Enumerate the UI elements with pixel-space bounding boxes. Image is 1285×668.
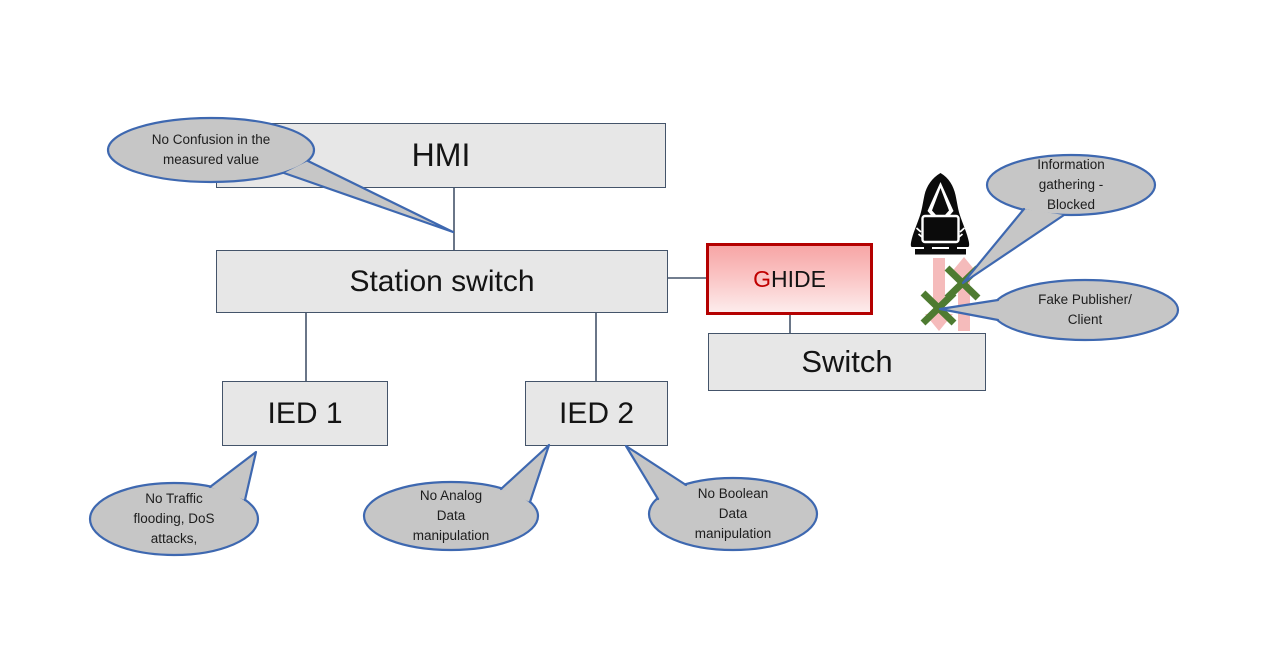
callout-text-info-gathering: Information gathering - Blocked — [1037, 157, 1105, 212]
node-station-switch-label: Station switch — [349, 264, 535, 298]
attacker-icon — [910, 173, 970, 255]
arrow-up-icon — [950, 257, 978, 331]
node-station-switch: Station switch — [216, 250, 668, 313]
blocked-x-icon-upper — [944, 265, 981, 301]
node-ied1: IED 1 — [222, 381, 388, 446]
traffic-arrows — [925, 257, 978, 331]
node-ied2: IED 2 — [525, 381, 668, 446]
callout-text-no-traffic: No Traffic flooding, DoS attacks, — [133, 491, 215, 546]
node-switch-label: Switch — [801, 344, 893, 379]
node-ied1-label: IED 1 — [267, 396, 343, 430]
blocked-x-icon-lower — [920, 290, 957, 326]
callout-text-no-confusion: No Confusion in the measured value — [151, 132, 271, 167]
node-ghide-label-rest: HIDE — [770, 265, 826, 292]
callout-text-fake-publisher: Fake Publisher/ Client — [1038, 292, 1132, 327]
node-ied2-label: IED 2 — [558, 396, 635, 430]
node-ghide-label-g: G — [753, 265, 771, 292]
callout-text-no-boolean: No Boolean Data manipulation — [694, 486, 772, 541]
node-switch: Switch — [708, 333, 986, 391]
blocked-x-marks — [920, 265, 981, 326]
callout-text-no-analog: No Analog Data manipulation — [412, 488, 490, 543]
node-hmi-label: HMI — [411, 137, 471, 173]
arrow-down-icon — [925, 258, 953, 331]
